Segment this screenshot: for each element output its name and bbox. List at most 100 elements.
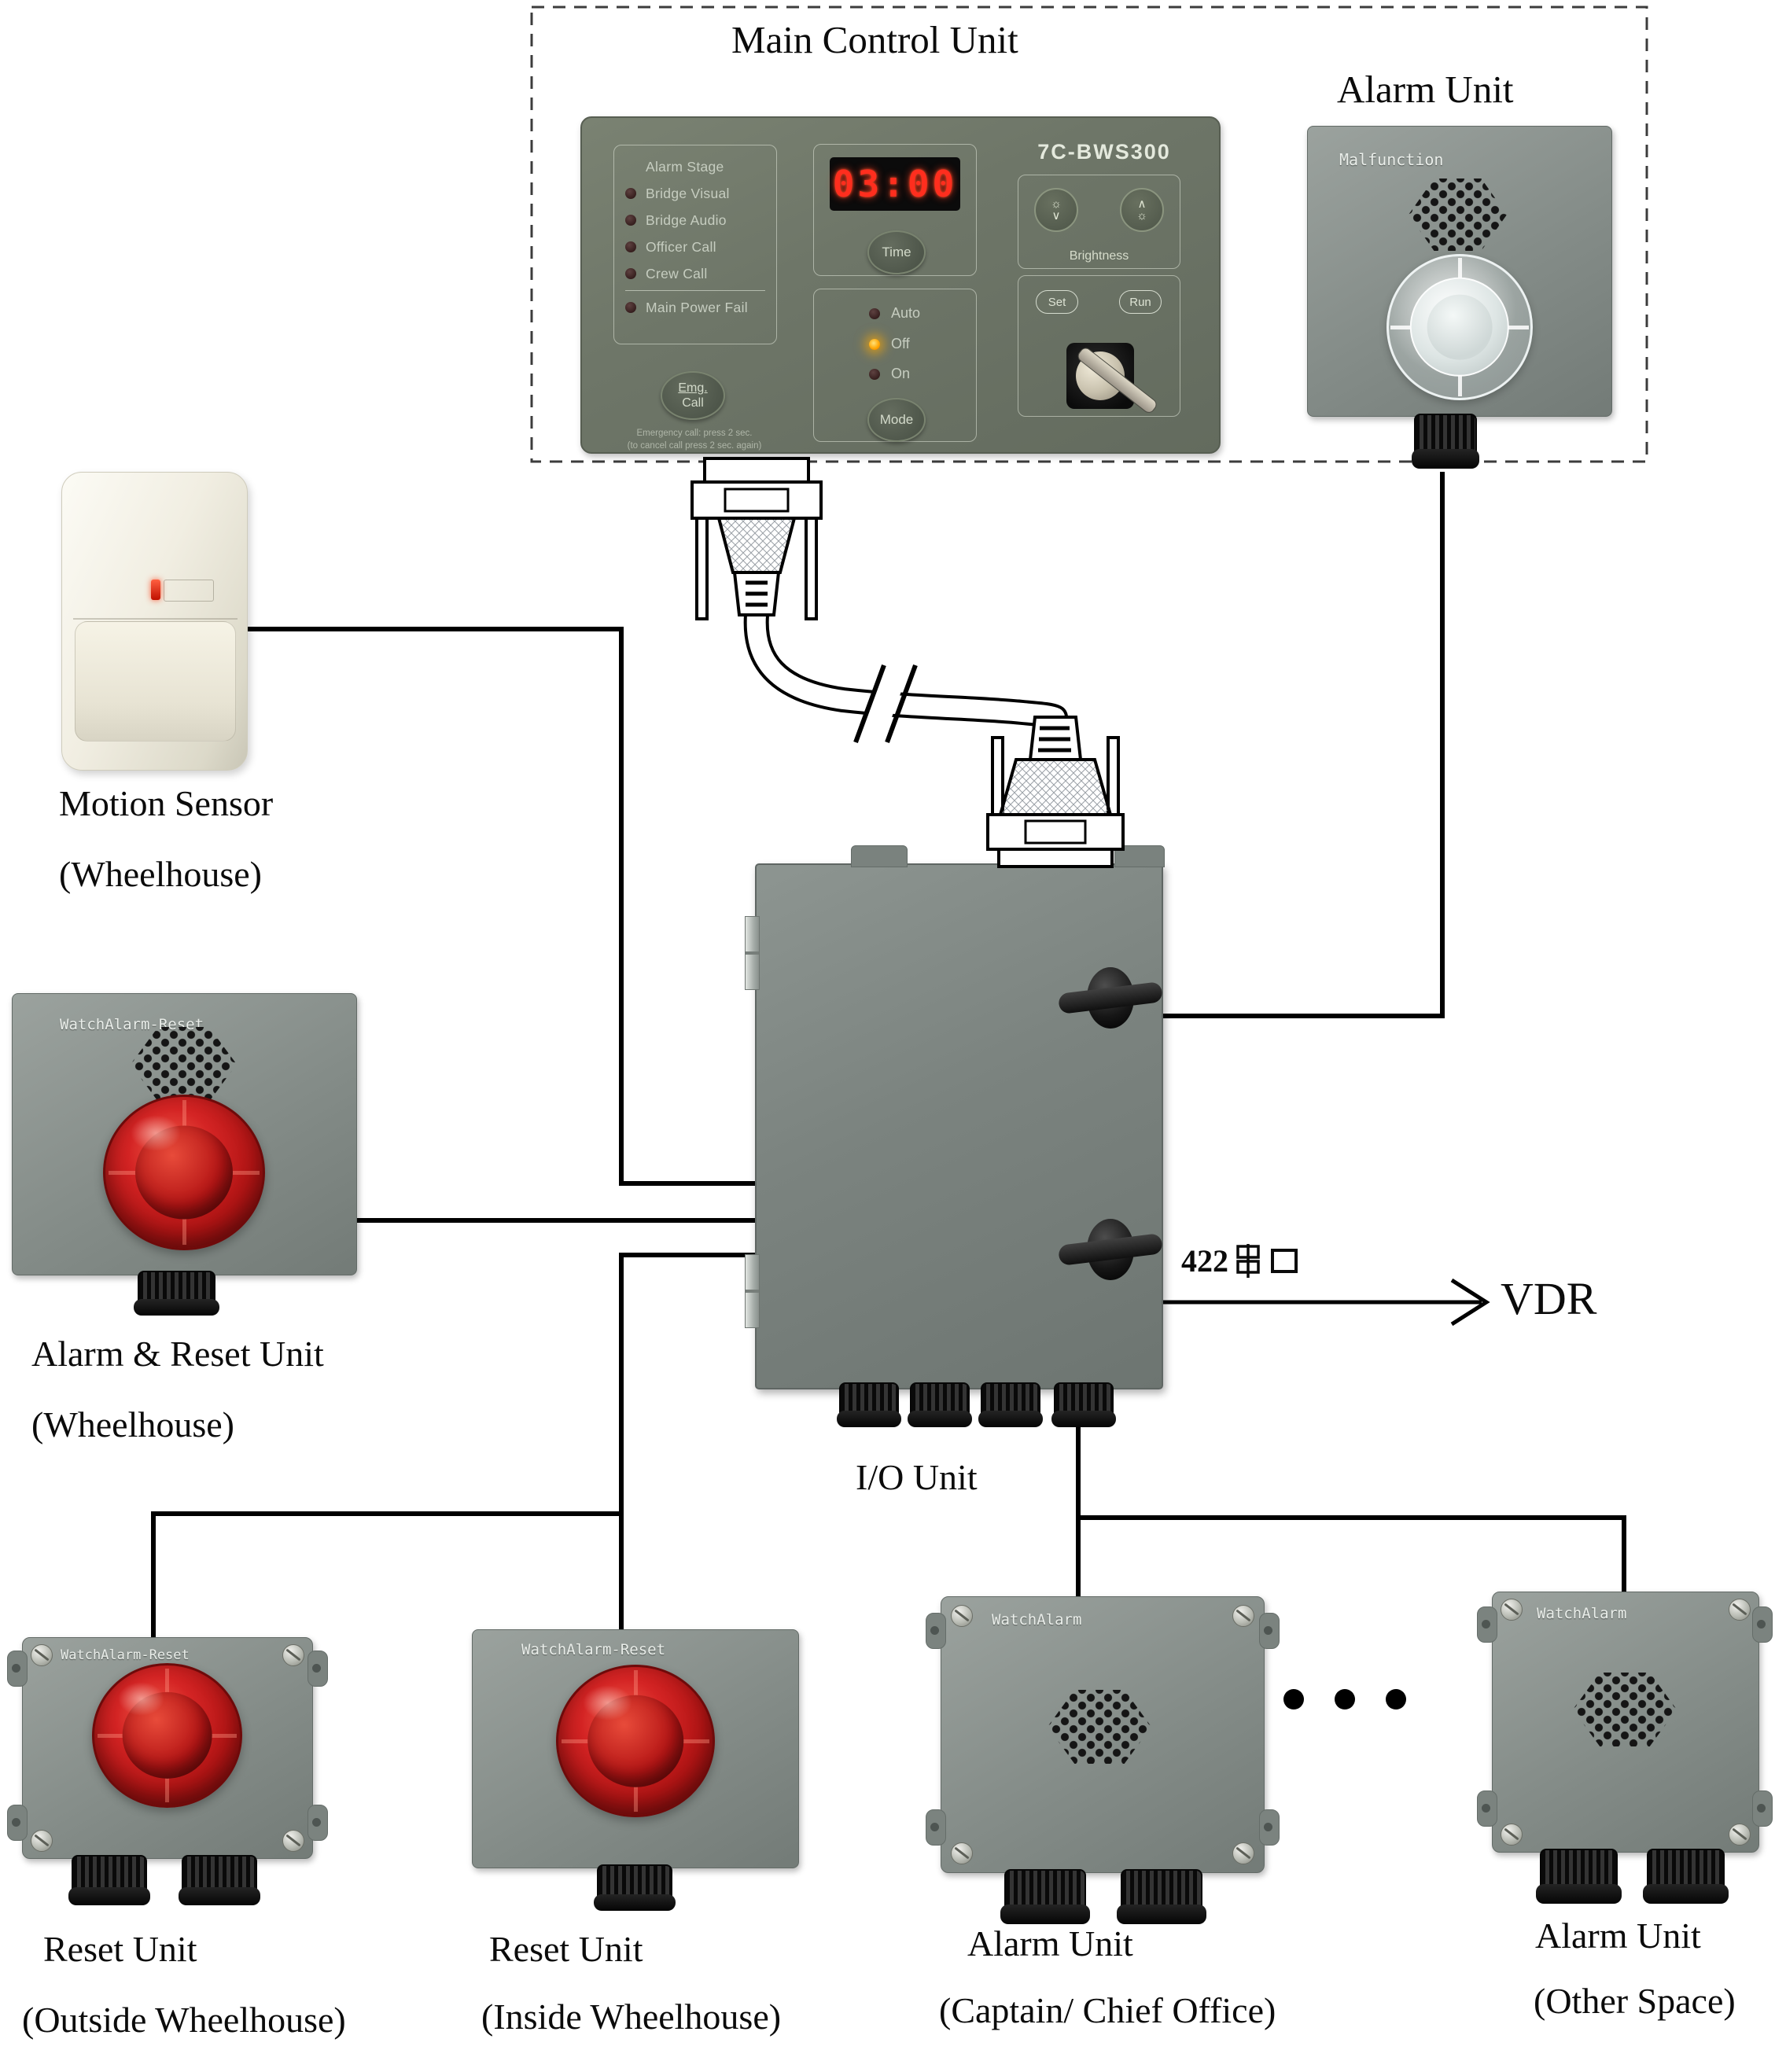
mode-row-off: Off — [869, 336, 910, 352]
watchalarm-label: WatchAlarm — [1537, 1605, 1627, 1622]
emergency-call-button[interactable]: Emg. Call — [661, 371, 725, 420]
reset-dome-button[interactable] — [556, 1665, 715, 1817]
cable-gland — [1000, 1869, 1090, 1924]
ellipsis-dot — [1335, 1689, 1355, 1709]
mounting-ear — [1477, 1606, 1497, 1643]
dome-highlight — [117, 1682, 164, 1717]
dashed-group-frame — [530, 6, 1648, 463]
reset-dome-button[interactable] — [92, 1663, 242, 1808]
cable-gland — [1051, 1382, 1117, 1427]
corner-screw — [31, 1830, 53, 1852]
bridge-visual-led — [625, 188, 636, 199]
emg-button-line2: Call — [682, 396, 704, 410]
led-row-main-power-fail: Main Power Fail — [625, 294, 776, 321]
sensor-crease — [73, 618, 238, 620]
bridge-audio-led — [625, 215, 636, 226]
corner-screw — [282, 1644, 304, 1666]
sensor-led-window — [164, 580, 215, 602]
malfunction-dome-light[interactable] — [1386, 254, 1533, 400]
key-switch[interactable] — [1066, 343, 1159, 416]
mounting-ear — [307, 1805, 328, 1841]
time-display: 03:00 — [830, 157, 960, 211]
alarm-section-divider — [625, 290, 765, 291]
motion-sensor-location: (Wheelhouse) — [59, 854, 262, 894]
mounting-ear — [1259, 1809, 1280, 1846]
run-button[interactable]: Run — [1119, 290, 1162, 314]
db-connector-bottom — [986, 716, 1125, 868]
cable-break-slash — [885, 664, 918, 744]
dome-core — [1427, 294, 1493, 360]
motion-sensor-caption: Motion Sensor — [59, 783, 274, 823]
door-latch[interactable] — [1057, 967, 1164, 1029]
time-section: 03:00 Time — [813, 144, 977, 276]
brightness-up-button[interactable]: ∧ ☼ — [1120, 188, 1164, 232]
reset-unit-inside-caption: Reset Unit — [489, 1929, 643, 1969]
mounting-ear — [307, 1651, 328, 1687]
cable-gland — [978, 1382, 1044, 1427]
reset-unit-outside-caption: Reset Unit — [43, 1929, 197, 1969]
dome-highlight — [131, 1115, 181, 1152]
wire-alarm-unit-to-io — [1160, 472, 1445, 1018]
alarm-unit-captain-caption: Alarm Unit — [967, 1923, 1133, 1963]
mounting-ear — [1477, 1790, 1497, 1827]
auto-label: Auto — [891, 305, 921, 321]
serial-bus-label: 422 — [1181, 1242, 1301, 1279]
alarm-unit-other-caption: Alarm Unit — [1535, 1916, 1701, 1956]
speaker-grille — [1048, 1690, 1151, 1764]
mode-button[interactable]: Mode — [867, 398, 926, 442]
corner-screw — [1501, 1599, 1523, 1621]
reset-unit-outside-box: WatchAlarm-Reset — [7, 1637, 328, 1906]
alarm-reset-caption: Alarm & Reset Unit — [31, 1334, 324, 1374]
led-row-officer-call: Officer Call — [625, 234, 776, 260]
db-connector-top — [690, 457, 823, 620]
speaker-grille — [1409, 178, 1507, 251]
wire-io-to-reset-units — [151, 1253, 757, 1658]
main-control-unit-title: Main Control Unit — [731, 18, 1018, 61]
time-button-label: Time — [882, 245, 911, 259]
chevron-down-icon: ∨ — [1051, 209, 1061, 223]
time-button[interactable]: Time — [867, 230, 926, 274]
auto-led — [869, 307, 880, 319]
vdr-caption: VDR — [1501, 1273, 1597, 1324]
dome-highlight — [583, 1684, 633, 1721]
led-row-bridge-visual: Bridge Visual — [625, 180, 776, 207]
emergency-note-line1: Emergency call: press 2 sec. — [636, 429, 753, 438]
alarm-unit-other-box: WatchAlarm — [1477, 1592, 1773, 1904]
brightness-down-button[interactable]: ☼ ∨ — [1034, 188, 1078, 232]
reset-unit-inside-box: WatchAlarm-Reset — [472, 1629, 799, 1912]
bridge-visual-label: Bridge Visual — [646, 185, 730, 201]
cable-gland — [68, 1855, 151, 1906]
cable-core — [746, 605, 1065, 727]
speaker-grille — [1573, 1673, 1677, 1746]
mounting-ear — [1259, 1613, 1280, 1649]
door-latch[interactable] — [1057, 1219, 1164, 1280]
cable-gland — [593, 1864, 676, 1912]
crew-call-label: Crew Call — [646, 265, 708, 282]
mounting-ear — [7, 1805, 28, 1841]
cable-gland — [134, 1271, 219, 1316]
set-run-section: Set Run — [1018, 275, 1180, 417]
cable-gland — [178, 1855, 261, 1906]
mounting-tab — [851, 845, 908, 867]
reset-dome-button[interactable] — [103, 1095, 265, 1250]
cable-gland — [1643, 1849, 1729, 1904]
led-row-crew-call: Crew Call — [625, 260, 776, 287]
mode-button-label: Mode — [879, 412, 914, 427]
vdr-arrowhead-icon — [1450, 1278, 1490, 1327]
corner-screw — [951, 1605, 973, 1627]
wire-io-to-alarm-units — [1076, 1420, 1626, 1604]
set-button[interactable]: Set — [1036, 290, 1078, 314]
alarm-stage-header-row: Alarm Stage — [625, 153, 776, 180]
main-control-panel: Alarm Stage Bridge Visual Bridge Audio O… — [580, 116, 1221, 454]
corner-screw — [1232, 1605, 1254, 1627]
alarm-unit-other-location: (Other Space) — [1534, 1981, 1736, 2021]
hinge — [745, 916, 760, 990]
sensor-red-led — [150, 580, 160, 601]
alarm-stage-section: Alarm Stage Bridge Visual Bridge Audio O… — [613, 145, 777, 344]
cable-gland — [1117, 1869, 1206, 1924]
cable-break-gap — [859, 659, 911, 745]
on-led — [869, 368, 880, 380]
corner-screw — [1729, 1824, 1751, 1846]
serial-bus-number: 422 — [1181, 1243, 1228, 1279]
